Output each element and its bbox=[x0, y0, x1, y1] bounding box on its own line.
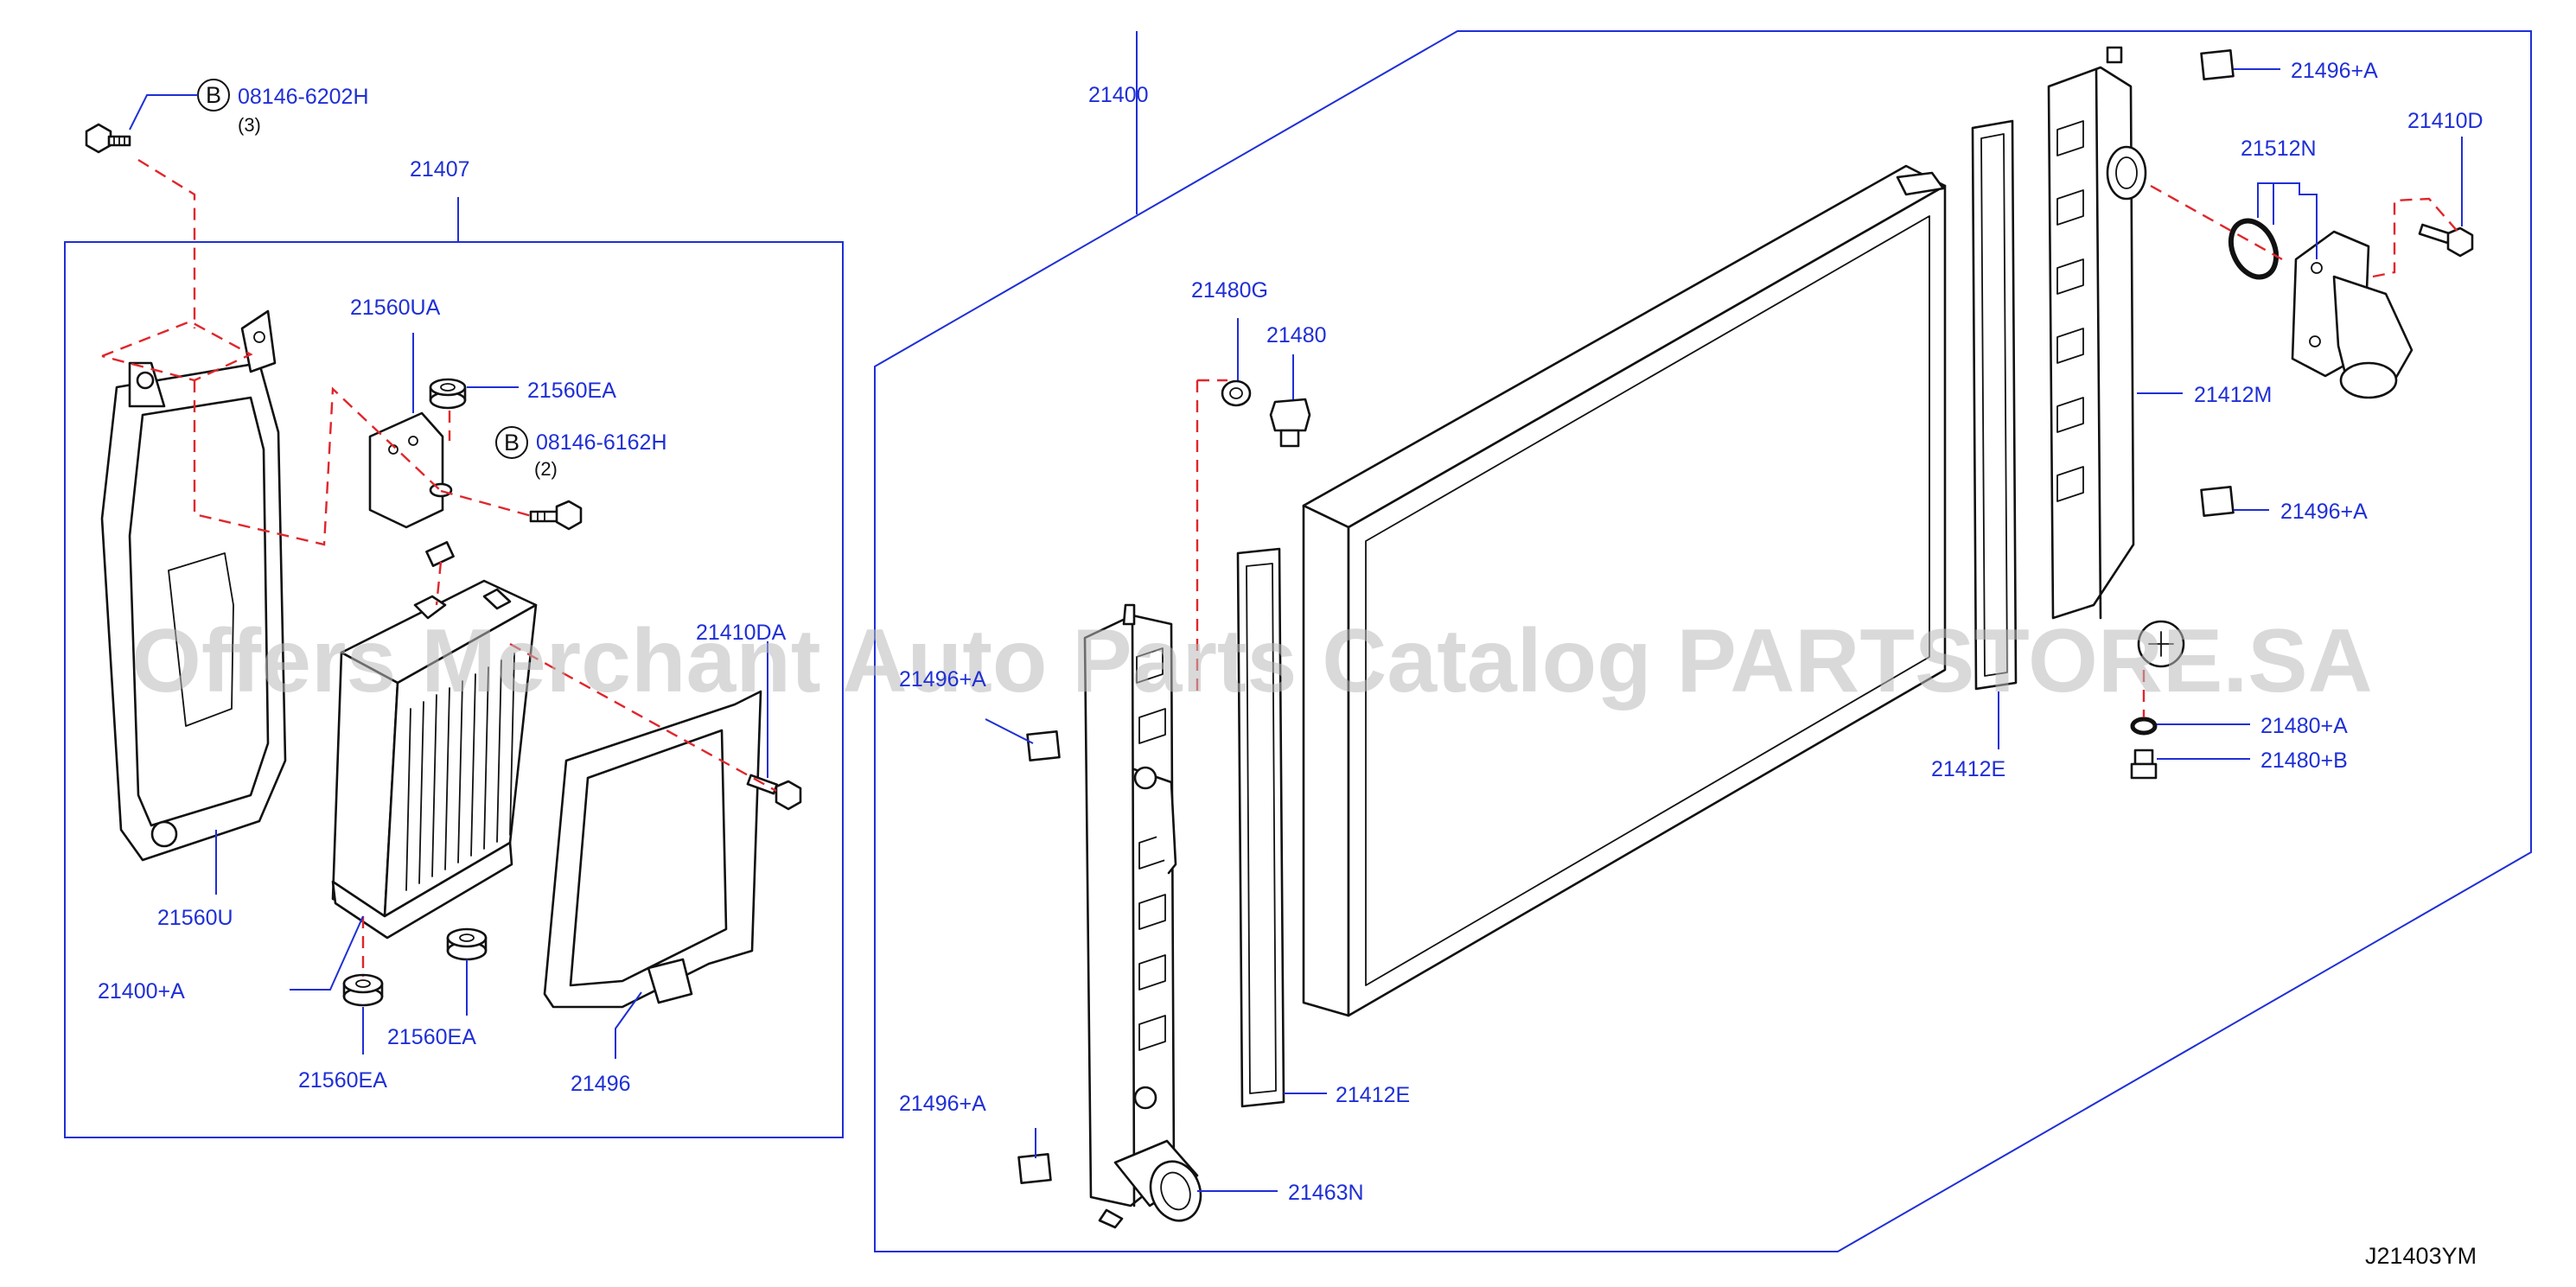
label-21412e-right: 21412E bbox=[1931, 757, 2005, 781]
plug-21480b-icon bbox=[2130, 749, 2158, 780]
label-21560ea-top: 21560EA bbox=[527, 379, 616, 403]
gasket-21412e-left-icon bbox=[1236, 547, 1285, 1108]
gasket-21412e-right-icon bbox=[1971, 119, 2018, 691]
pad-21496a-top-icon bbox=[2200, 49, 2235, 80]
clip-21480-icon bbox=[1269, 398, 1311, 448]
label-bolt-08146-6162h-qty: (2) bbox=[534, 458, 558, 480]
pad-21496a-mid-icon bbox=[1026, 730, 1061, 761]
label-21463n: 21463N bbox=[1288, 1181, 1364, 1205]
label-bolt-08146-6202h: 08146-6202H bbox=[238, 85, 369, 109]
o-ring-21480a-icon bbox=[2130, 717, 2158, 736]
bolt-marker-b-mid-letter: B bbox=[504, 430, 520, 456]
washer-21480g-icon bbox=[1221, 379, 1252, 407]
label-21560ua: 21560UA bbox=[350, 296, 441, 320]
grommet-21560ea-top-icon bbox=[429, 378, 467, 410]
diagram-code: J21403YM bbox=[2365, 1243, 2477, 1269]
label-21412m: 21412M bbox=[2194, 383, 2272, 407]
main-radiator-frame bbox=[874, 30, 2532, 1252]
bolt-marker-b-top-letter: B bbox=[206, 82, 221, 108]
air-duct-21496-icon bbox=[543, 690, 762, 1009]
label-21412e-left: 21412E bbox=[1336, 1083, 1410, 1107]
radiator-right-tank-icon bbox=[2047, 46, 2185, 668]
label-21407: 21407 bbox=[410, 157, 470, 182]
pad-21496a-low-icon bbox=[1017, 1153, 1052, 1184]
label-bolt-08146-6202h-qty: (3) bbox=[238, 114, 261, 136]
label-21560u: 21560U bbox=[157, 906, 233, 930]
label-21496a-right: 21496+A bbox=[2280, 500, 2368, 524]
label-21512n: 21512N bbox=[2241, 137, 2317, 161]
bolt-21410da-icon bbox=[746, 774, 802, 811]
hose-outlet-21463n-icon bbox=[1113, 1139, 1202, 1222]
bolt-marker-b-mid bbox=[495, 426, 528, 459]
label-21410d: 21410D bbox=[2407, 109, 2484, 133]
label-bolt-08146-6162h: 08146-6162H bbox=[536, 430, 667, 455]
watermark: Offers Merchant Auto Parts Catalog PARTS… bbox=[131, 611, 2373, 711]
bracket-21560u-icon bbox=[100, 309, 287, 862]
outlet-housing-icon bbox=[2291, 230, 2413, 399]
label-21496a-top: 21496+A bbox=[2291, 59, 2378, 83]
label-21480b: 21480+B bbox=[2260, 749, 2348, 773]
bolt-21410d-icon bbox=[2418, 223, 2474, 258]
label-21480a: 21480+A bbox=[2260, 714, 2348, 738]
label-21400a: 21400+A bbox=[98, 979, 185, 1003]
sub-radiator-21400a-icon bbox=[331, 541, 538, 940]
label-21480g: 21480G bbox=[1191, 278, 1268, 303]
o-ring-21512n-icon bbox=[2228, 218, 2280, 280]
grommet-21560ea-bottom-icon bbox=[342, 973, 384, 1007]
label-21496a-mid: 21496+A bbox=[899, 667, 986, 691]
bolt-08146-6162h-icon bbox=[529, 500, 583, 531]
label-21496a-low: 21496+A bbox=[899, 1092, 986, 1116]
label-21480: 21480 bbox=[1266, 323, 1327, 347]
label-21560ea-right: 21560EA bbox=[387, 1025, 476, 1049]
bracket-21560ua-icon bbox=[368, 411, 453, 529]
label-21560ea-bottom: 21560EA bbox=[298, 1068, 387, 1093]
label-21400: 21400 bbox=[1088, 83, 1149, 107]
pad-21496a-right-icon bbox=[2200, 486, 2235, 517]
label-21496: 21496 bbox=[571, 1072, 631, 1096]
grommet-21560ea-right-icon bbox=[446, 927, 488, 961]
sub-radiator-frame bbox=[64, 241, 844, 1138]
label-21410da: 21410DA bbox=[696, 621, 787, 645]
radiator-core-21400-icon bbox=[1302, 164, 1947, 1017]
bolt-08146-6202h-icon bbox=[85, 123, 131, 154]
